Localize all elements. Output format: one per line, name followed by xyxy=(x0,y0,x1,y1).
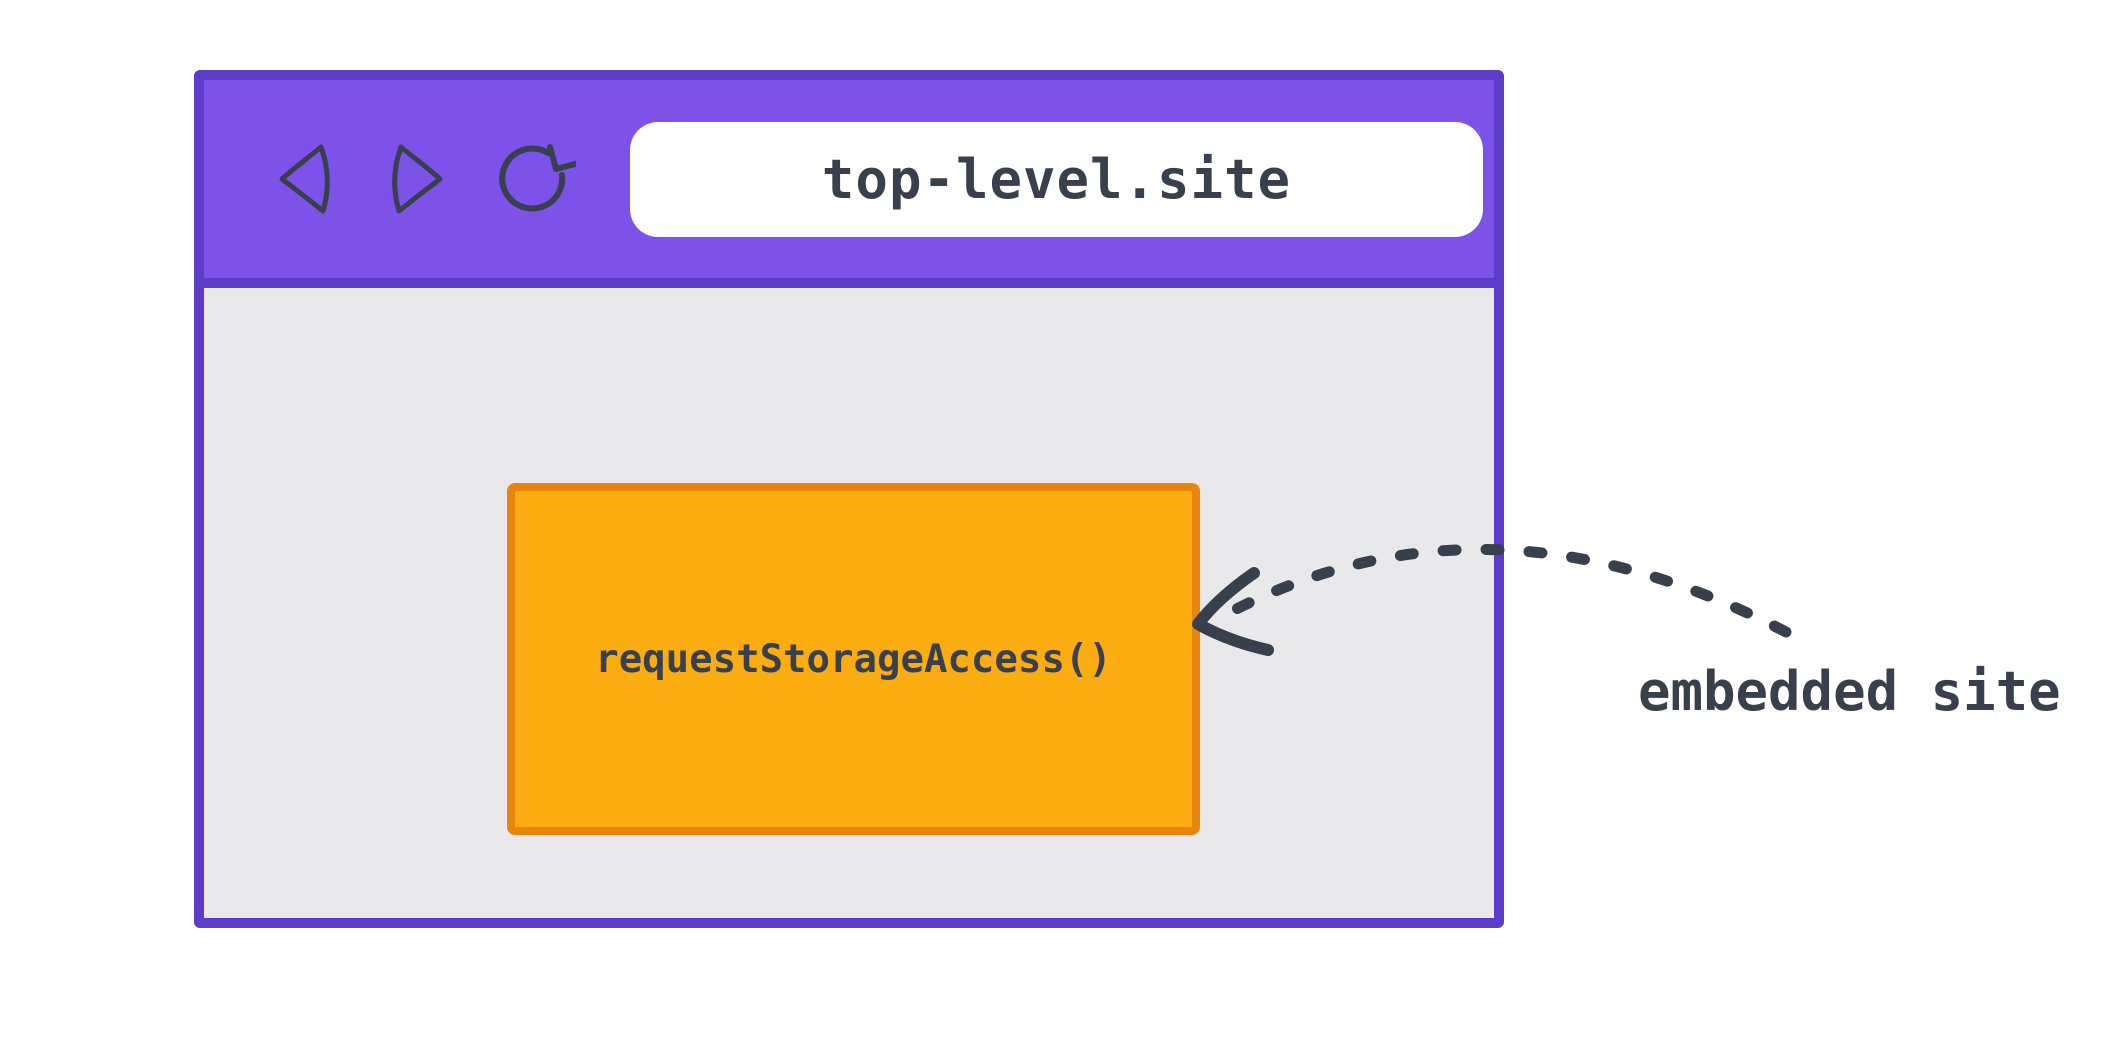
embedded-frame-label: requestStorageAccess() xyxy=(595,636,1112,682)
browser-toolbar: top-level.site xyxy=(204,80,1494,288)
embedded-site-label: embedded site xyxy=(1638,660,2061,723)
embedded-site-frame: requestStorageAccess() xyxy=(507,483,1200,835)
page-content: requestStorageAccess() xyxy=(204,288,1494,918)
browser-window: top-level.site requestStorageAccess() xyxy=(194,70,1504,928)
address-bar[interactable]: top-level.site xyxy=(630,121,1483,237)
back-icon[interactable] xyxy=(276,142,334,216)
forward-icon[interactable] xyxy=(388,142,446,216)
refresh-icon[interactable] xyxy=(490,136,576,222)
